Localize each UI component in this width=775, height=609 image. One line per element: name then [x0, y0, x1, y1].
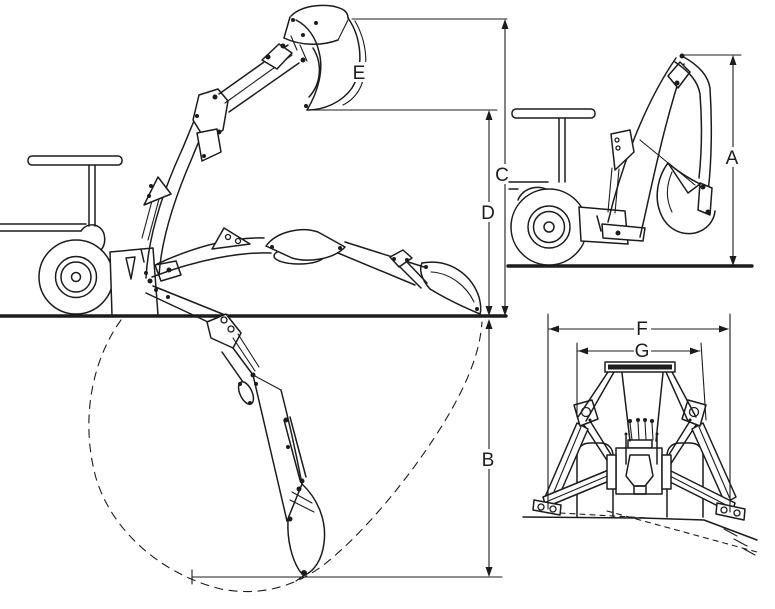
tractor-transport — [508, 108, 646, 266]
dim-label-a: A — [726, 148, 739, 169]
dim-label-f: F — [636, 319, 648, 340]
dimension-d: D — [310, 109, 498, 316]
arm-reach-position — [151, 227, 482, 315]
tractor — [0, 155, 123, 315]
dimension-a: A — [682, 54, 742, 266]
dimension-c: C — [351, 18, 511, 316]
bucket-swing-arc — [88, 319, 483, 593]
dimension-g: G — [576, 340, 707, 421]
depth-reference-line — [191, 569, 503, 585]
bucket-raised — [283, 4, 361, 111]
dimension-b: B — [480, 319, 497, 577]
ground-line-rear — [522, 510, 758, 556]
rear-view: F G — [522, 313, 758, 556]
rear-wheel — [510, 188, 588, 266]
dim-label-b: B — [482, 450, 495, 471]
canopy — [511, 108, 596, 119]
bucket-reach — [419, 261, 482, 315]
dim-label-g: G — [635, 341, 650, 362]
main-side-view: C D B E — [0, 4, 511, 593]
dim-label-d: D — [481, 203, 495, 224]
stabilizer-left — [532, 399, 616, 516]
dim-label-e: E — [353, 63, 366, 84]
boom-raised-position — [141, 35, 308, 279]
control-levers — [624, 418, 659, 465]
backhoe-folded — [607, 53, 716, 238]
canopy — [27, 155, 123, 166]
rear-wheel — [38, 239, 114, 315]
dim-label-c: C — [495, 165, 509, 186]
seat-frame — [577, 361, 697, 442]
dimension-f: F — [547, 313, 731, 513]
dimension-e: E — [342, 20, 367, 106]
transport-view: A — [506, 53, 754, 268]
bucket-folded — [656, 162, 716, 235]
center-housing — [606, 439, 672, 495]
arm-digging-position — [145, 285, 307, 522]
mount-frame — [109, 247, 182, 316]
bucket-digging — [287, 483, 326, 582]
